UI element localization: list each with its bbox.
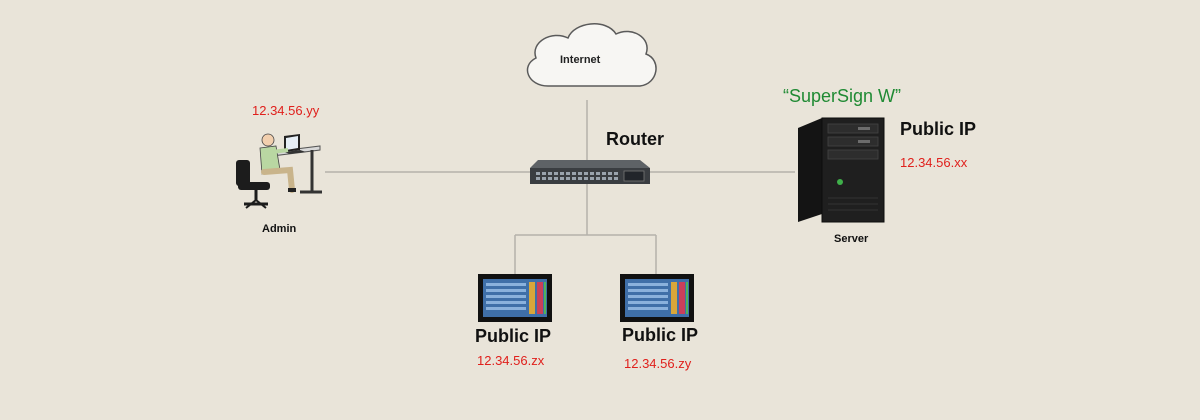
network-links — [325, 100, 795, 278]
internet-cloud-icon — [526, 23, 657, 87]
display-2-ip: 12.34.56.zy — [624, 356, 692, 371]
admin-label: Admin — [262, 223, 297, 235]
display-screen-icon — [478, 274, 552, 322]
router-icon — [530, 160, 650, 184]
display-2-public-ip-label: Public IP — [622, 325, 699, 345]
server-public-ip-label: Public IP — [900, 119, 977, 139]
server-tower-icon — [798, 117, 885, 223]
server-ip: 12.34.56.xx — [900, 155, 968, 170]
admin-ip: 12.34.56.yy — [252, 103, 320, 118]
server-label: Server — [834, 233, 869, 245]
display-1-public-ip-label: Public IP — [475, 326, 552, 346]
display-1-ip: 12.34.56.zx — [477, 353, 545, 368]
admin-user-icon — [236, 133, 322, 209]
router-label: Router — [606, 129, 664, 149]
server-brand-label: “SuperSign W” — [783, 86, 902, 106]
internet-label: Internet — [560, 54, 601, 66]
display-screen-icon — [620, 274, 694, 322]
